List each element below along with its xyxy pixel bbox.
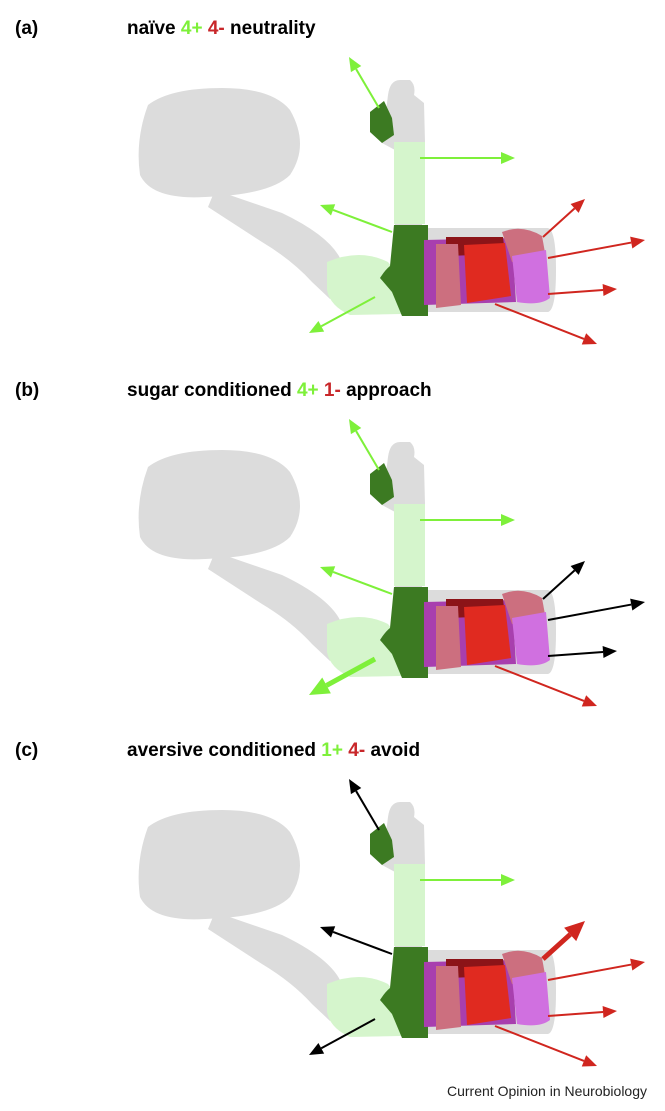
bright-red-compartment	[464, 605, 511, 665]
peduncle	[208, 552, 352, 661]
output-arrow-red-down	[494, 665, 585, 702]
alpha-tip-compartment	[370, 463, 394, 505]
title-suffix: neutrality	[230, 18, 316, 39]
output-arrow-lower-left	[320, 1018, 376, 1050]
green-count: 4+	[296, 380, 319, 401]
output-arrow-head	[630, 958, 645, 971]
panel-c: (c) aversive conditioned 1+ 4- avoid	[0, 722, 665, 1082]
panel-title: sugar conditioned 4+ 1- approach	[127, 380, 432, 402]
output-arrow-head	[320, 926, 336, 938]
peduncle	[208, 190, 352, 299]
output-arrow-head	[581, 1055, 597, 1067]
title-prefix: aversive conditioned	[127, 740, 317, 761]
panel-letter: (b)	[15, 380, 40, 401]
calyx	[138, 810, 300, 920]
output-arrow-head	[602, 1006, 617, 1018]
pink-compartment	[436, 606, 461, 670]
output-arrow-head	[570, 561, 585, 575]
peduncle	[208, 912, 352, 1021]
output-arrow-lower-left	[325, 656, 377, 688]
output-arrow-head	[309, 1043, 325, 1055]
heel-compartment	[327, 617, 402, 677]
output-arrow-head	[581, 695, 597, 707]
output-arrow-left	[332, 208, 393, 233]
pink-compartment	[436, 244, 461, 308]
output-arrow-red-right-1	[547, 241, 632, 259]
output-arrow-head	[320, 204, 336, 216]
vertical-lobe-mid-compartment	[394, 142, 425, 224]
red-count: 4-	[207, 18, 225, 39]
output-arrow-head	[349, 419, 362, 435]
output-arrow-head	[320, 566, 336, 578]
journal-credit: Current Opinion in Neurobiology	[447, 1083, 647, 1099]
red-count: 1-	[323, 380, 341, 401]
bright-red-compartment	[464, 965, 511, 1025]
junction-compartment	[380, 947, 428, 1038]
output-arrow-head	[602, 646, 617, 658]
panel-letter: (c)	[15, 740, 39, 761]
output-arrow-red-right-2	[547, 651, 604, 657]
panel-a: (a) naïve 4+ 4- neutrality	[0, 0, 665, 360]
output-arrow-left	[332, 570, 393, 595]
violet-compartment	[512, 972, 550, 1026]
output-arrow-upper	[355, 790, 380, 831]
vertical-lobe-mid-compartment	[394, 864, 425, 946]
title-suffix: avoid	[370, 740, 421, 761]
alpha-tip-compartment	[370, 823, 394, 865]
title-prefix: sugar conditioned	[127, 380, 292, 401]
heel-compartment	[327, 255, 402, 315]
output-arrow-red-up	[542, 207, 576, 238]
mushroom-body-diagram	[138, 419, 645, 707]
bright-red-compartment	[464, 243, 511, 303]
output-arrow-upper	[355, 68, 380, 109]
green-count: 4+	[180, 18, 203, 39]
title-suffix: approach	[346, 380, 432, 401]
pink-compartment	[436, 966, 461, 1030]
output-arrow-head	[501, 152, 515, 164]
output-arrow-head	[602, 284, 617, 296]
output-arrow-head	[349, 779, 362, 795]
calyx	[138, 88, 300, 198]
output-arrow-head	[309, 677, 331, 695]
output-arrow-head	[570, 199, 585, 213]
panel-title: naïve 4+ 4- neutrality	[127, 18, 316, 40]
output-arrow-head	[630, 236, 645, 249]
violet-compartment	[512, 250, 550, 304]
panel-title: aversive conditioned 1+ 4- avoid	[127, 740, 420, 762]
junction-compartment	[380, 225, 428, 316]
output-arrow-head	[349, 57, 362, 73]
junction-compartment	[380, 587, 428, 678]
alpha-tip-compartment	[370, 101, 394, 143]
calyx	[138, 450, 300, 560]
output-arrow-head	[309, 321, 325, 333]
output-arrow-red-right-1	[547, 963, 632, 981]
output-arrow-red-up	[541, 932, 572, 961]
violet-compartment	[512, 612, 550, 666]
title-prefix: naïve	[127, 18, 176, 39]
output-arrow-red-down	[494, 1025, 585, 1062]
output-arrow-red-right-1	[547, 603, 632, 621]
output-arrow-head	[630, 598, 645, 611]
vertical-lobe-mid-compartment	[394, 504, 425, 586]
output-arrow-red-right-2	[547, 289, 604, 295]
green-count: 1+	[321, 740, 343, 761]
output-arrow-head	[501, 514, 515, 526]
output-arrow-left	[332, 930, 393, 955]
output-arrow-red-up	[542, 569, 576, 600]
output-arrow-head	[564, 921, 585, 942]
output-arrow-lower-left	[320, 296, 376, 328]
mushroom-body-diagram	[138, 57, 645, 345]
output-arrow-head	[581, 333, 597, 345]
red-count: 4-	[348, 740, 366, 761]
output-arrow-red-down	[494, 303, 585, 340]
panel-letter: (a)	[15, 18, 39, 39]
heel-compartment	[327, 977, 402, 1037]
output-arrow-red-right-2	[547, 1011, 604, 1017]
mushroom-body-diagram	[138, 779, 645, 1067]
output-arrow-upper	[355, 430, 380, 471]
panel-b: (b) sugar conditioned 4+ 1- approach	[0, 362, 665, 722]
output-arrow-head	[501, 874, 515, 886]
